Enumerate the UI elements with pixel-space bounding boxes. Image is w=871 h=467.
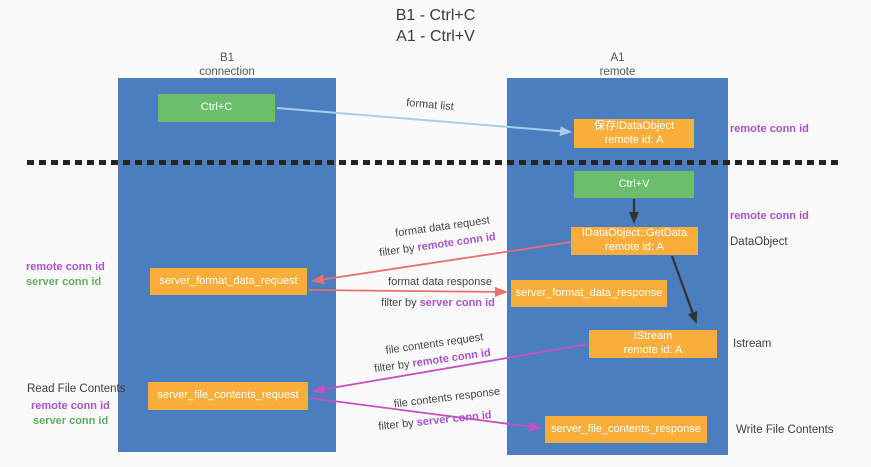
file-response-label: server_file_contents_response bbox=[551, 422, 701, 435]
format-response-label: server_format_data_response bbox=[515, 286, 663, 299]
getdata-to-istream-arrow bbox=[670, 255, 698, 324]
filter-by-text: filter by bbox=[381, 297, 420, 309]
getdata-line2: remote id: A bbox=[605, 241, 664, 253]
format-list-arrow bbox=[276, 107, 572, 137]
annotation-write-file-contents: Write File Contents bbox=[736, 424, 834, 436]
istream-line2: remote id: A bbox=[623, 344, 683, 356]
getdata-line1: IDataObject::GetData bbox=[581, 227, 688, 240]
lane-b1-name: B1 bbox=[219, 52, 235, 64]
title-line-1: B1 - Ctrl+C bbox=[395, 7, 476, 24]
node-save-idataobject: 保存IDataObject remote id: A bbox=[574, 119, 694, 148]
save-idataobject-line1: 保存IDataObject bbox=[593, 119, 675, 132]
annotation-remote-conn-id-left-top: remote conn id bbox=[26, 261, 105, 273]
annotation-server-conn-id-left-bottom: server conn id bbox=[33, 415, 109, 427]
annotation-remote-conn-id-top: remote conn id bbox=[730, 123, 809, 135]
node-ctrl-v: Ctrl+V bbox=[574, 171, 694, 198]
node-server-format-data-response: server_format_data_response bbox=[511, 280, 667, 307]
node-istream: IStream remote id: A bbox=[589, 330, 717, 358]
diagram-title: B1 - Ctrl+C A1 - Ctrl+V bbox=[0, 5, 871, 47]
save-idataobject-line2: remote id: A bbox=[604, 133, 664, 146]
annotation-istream: Istream bbox=[733, 338, 772, 350]
annotation-read-file-contents: Read File Contents bbox=[27, 383, 126, 395]
lane-b1-role: connection bbox=[199, 66, 255, 79]
node-server-format-data-request: server_format_data_request bbox=[150, 268, 307, 295]
lane-header-b1: B1 connection bbox=[118, 51, 336, 80]
file-request-label: server_file_contents_request bbox=[157, 389, 299, 402]
lane-a1-role: remote bbox=[599, 66, 636, 79]
annotation-server-conn-id-left-top: server conn id bbox=[26, 276, 102, 288]
annotation-remote-conn-id-mid: remote conn id bbox=[730, 210, 809, 222]
label-format-data-response: format data response bbox=[388, 276, 492, 288]
format-data-request-arrow bbox=[311, 241, 572, 285]
format-data-response-arrow bbox=[308, 286, 508, 297]
annotation-dataobject: DataObject bbox=[730, 236, 788, 248]
lane-a1-name: A1 bbox=[610, 52, 625, 64]
section-divider-dashed-line bbox=[27, 160, 843, 165]
filter-server-conn-id: server conn id bbox=[419, 297, 495, 309]
title-line-2: A1 - Ctrl+V bbox=[396, 28, 475, 46]
node-ctrl-c: Ctrl+C bbox=[158, 94, 275, 122]
node-server-file-contents-request: server_file_contents_request bbox=[148, 382, 308, 410]
annotation-remote-conn-id-left-bottom: remote conn id bbox=[31, 400, 110, 412]
file-contents-response-arrow bbox=[309, 397, 542, 432]
lane-header-a1: A1 remote bbox=[507, 51, 728, 80]
ctrl-v-label: Ctrl+V bbox=[618, 177, 650, 190]
file-contents-request-arrow bbox=[312, 343, 590, 395]
node-server-file-contents-response: server_file_contents_response bbox=[545, 416, 707, 443]
label-filter-by-server-1: filter by server conn id bbox=[368, 297, 508, 309]
node-idataobject-getdata: IDataObject::GetData remote id: A bbox=[571, 227, 698, 255]
ctrl-c-label: Ctrl+C bbox=[200, 101, 233, 114]
istream-line1: IStream bbox=[633, 330, 673, 343]
format-request-label: server_format_data_request bbox=[159, 274, 298, 287]
